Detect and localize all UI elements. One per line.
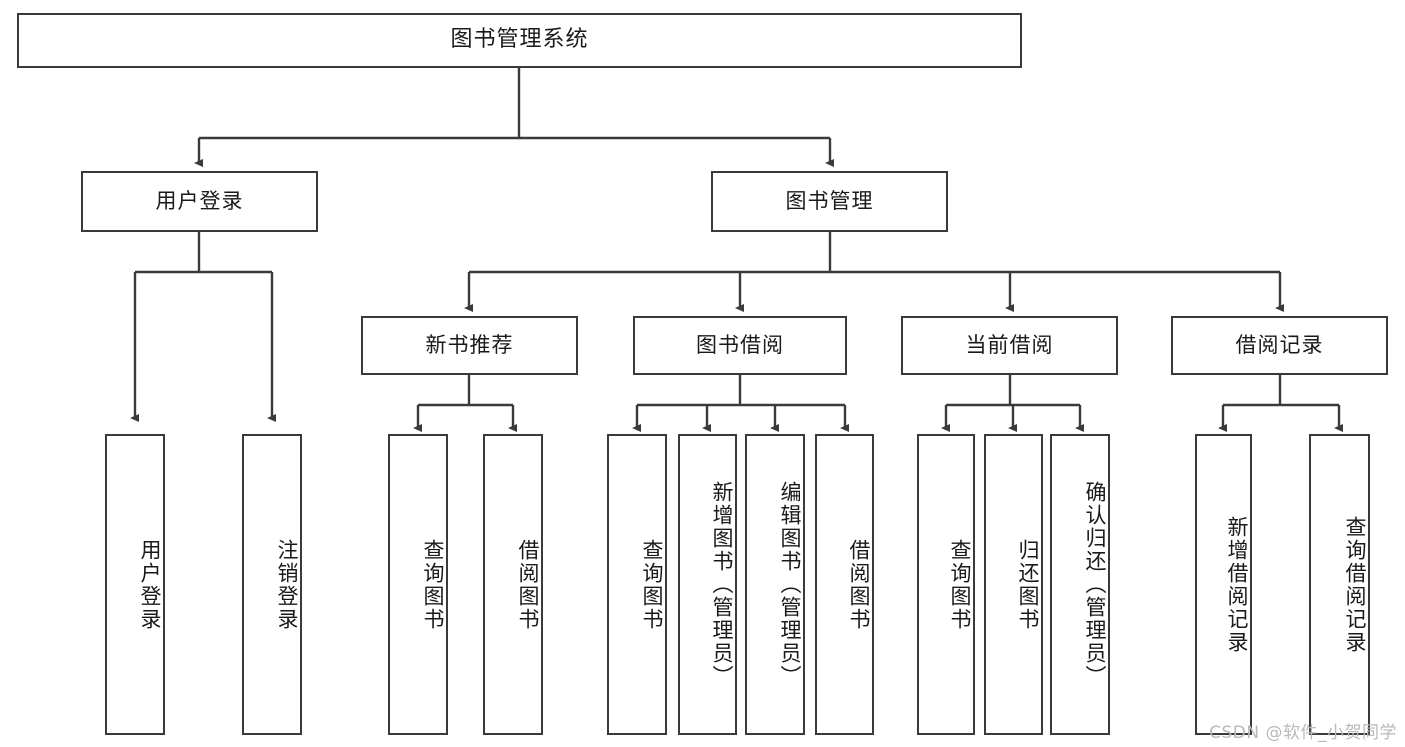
node-label: 借阅记录 <box>1235 332 1324 357</box>
node-label: 查询图书 <box>948 538 972 631</box>
node-label: 新书推荐 <box>425 332 514 357</box>
leaf-add-borrow-record[interactable]: 新增借阅记录 <box>1195 434 1252 735</box>
node-label: 图书管理系统 <box>450 27 589 53</box>
node-book-management[interactable]: 图书管理 <box>711 171 948 232</box>
node-label: 查询借阅记录 <box>1343 515 1367 654</box>
node-borrow-records[interactable]: 借阅记录 <box>1171 316 1388 375</box>
node-new-book-recommend[interactable]: 新书推荐 <box>361 316 578 375</box>
leaf-query-borrow-record[interactable]: 查询借阅记录 <box>1309 434 1370 735</box>
leaf-borrow-book[interactable]: 借阅图书 <box>815 434 874 735</box>
leaf-add-book-admin[interactable]: 新增图书（管理员） <box>678 434 737 735</box>
leaf-return-book[interactable]: 归还图书 <box>984 434 1043 735</box>
node-book-borrow[interactable]: 图书借阅 <box>633 316 847 375</box>
node-label: 图书借阅 <box>696 332 784 357</box>
leaf-user-login[interactable]: 用户登录 <box>105 434 165 735</box>
node-label: 新增借阅记录 <box>1225 515 1249 654</box>
node-label: 图书管理 <box>785 188 874 213</box>
node-label: 确认归还（管理员） <box>1083 481 1107 688</box>
node-user-login[interactable]: 用户登录 <box>81 171 318 232</box>
watermark-text: CSDN @软件_小贺同学 <box>1209 723 1397 743</box>
node-label: 用户登录 <box>138 538 162 631</box>
node-label: 归还图书 <box>1016 538 1040 631</box>
node-label: 查询图书 <box>640 538 664 631</box>
node-label: 用户登录 <box>155 188 244 213</box>
node-label: 注销登录 <box>275 538 299 631</box>
node-label: 查询图书 <box>421 538 445 631</box>
node-root-library-system[interactable]: 图书管理系统 <box>17 13 1022 68</box>
leaf-user-logout[interactable]: 注销登录 <box>242 434 302 735</box>
node-label: 当前借阅 <box>965 332 1054 357</box>
leaf-query-book-current[interactable]: 查询图书 <box>917 434 975 735</box>
leaf-query-book-recommend[interactable]: 查询图书 <box>388 434 448 735</box>
leaf-borrow-book-recommend[interactable]: 借阅图书 <box>483 434 543 735</box>
node-label: 新增图书（管理员） <box>710 481 734 688</box>
leaf-edit-book-admin[interactable]: 编辑图书（管理员） <box>745 434 805 735</box>
node-label: 借阅图书 <box>847 538 871 631</box>
leaf-query-book-borrow[interactable]: 查询图书 <box>607 434 667 735</box>
node-label: 编辑图书（管理员） <box>778 481 802 688</box>
node-label: 借阅图书 <box>516 538 540 631</box>
node-current-borrow[interactable]: 当前借阅 <box>901 316 1118 375</box>
leaf-confirm-return-admin[interactable]: 确认归还（管理员） <box>1050 434 1110 735</box>
